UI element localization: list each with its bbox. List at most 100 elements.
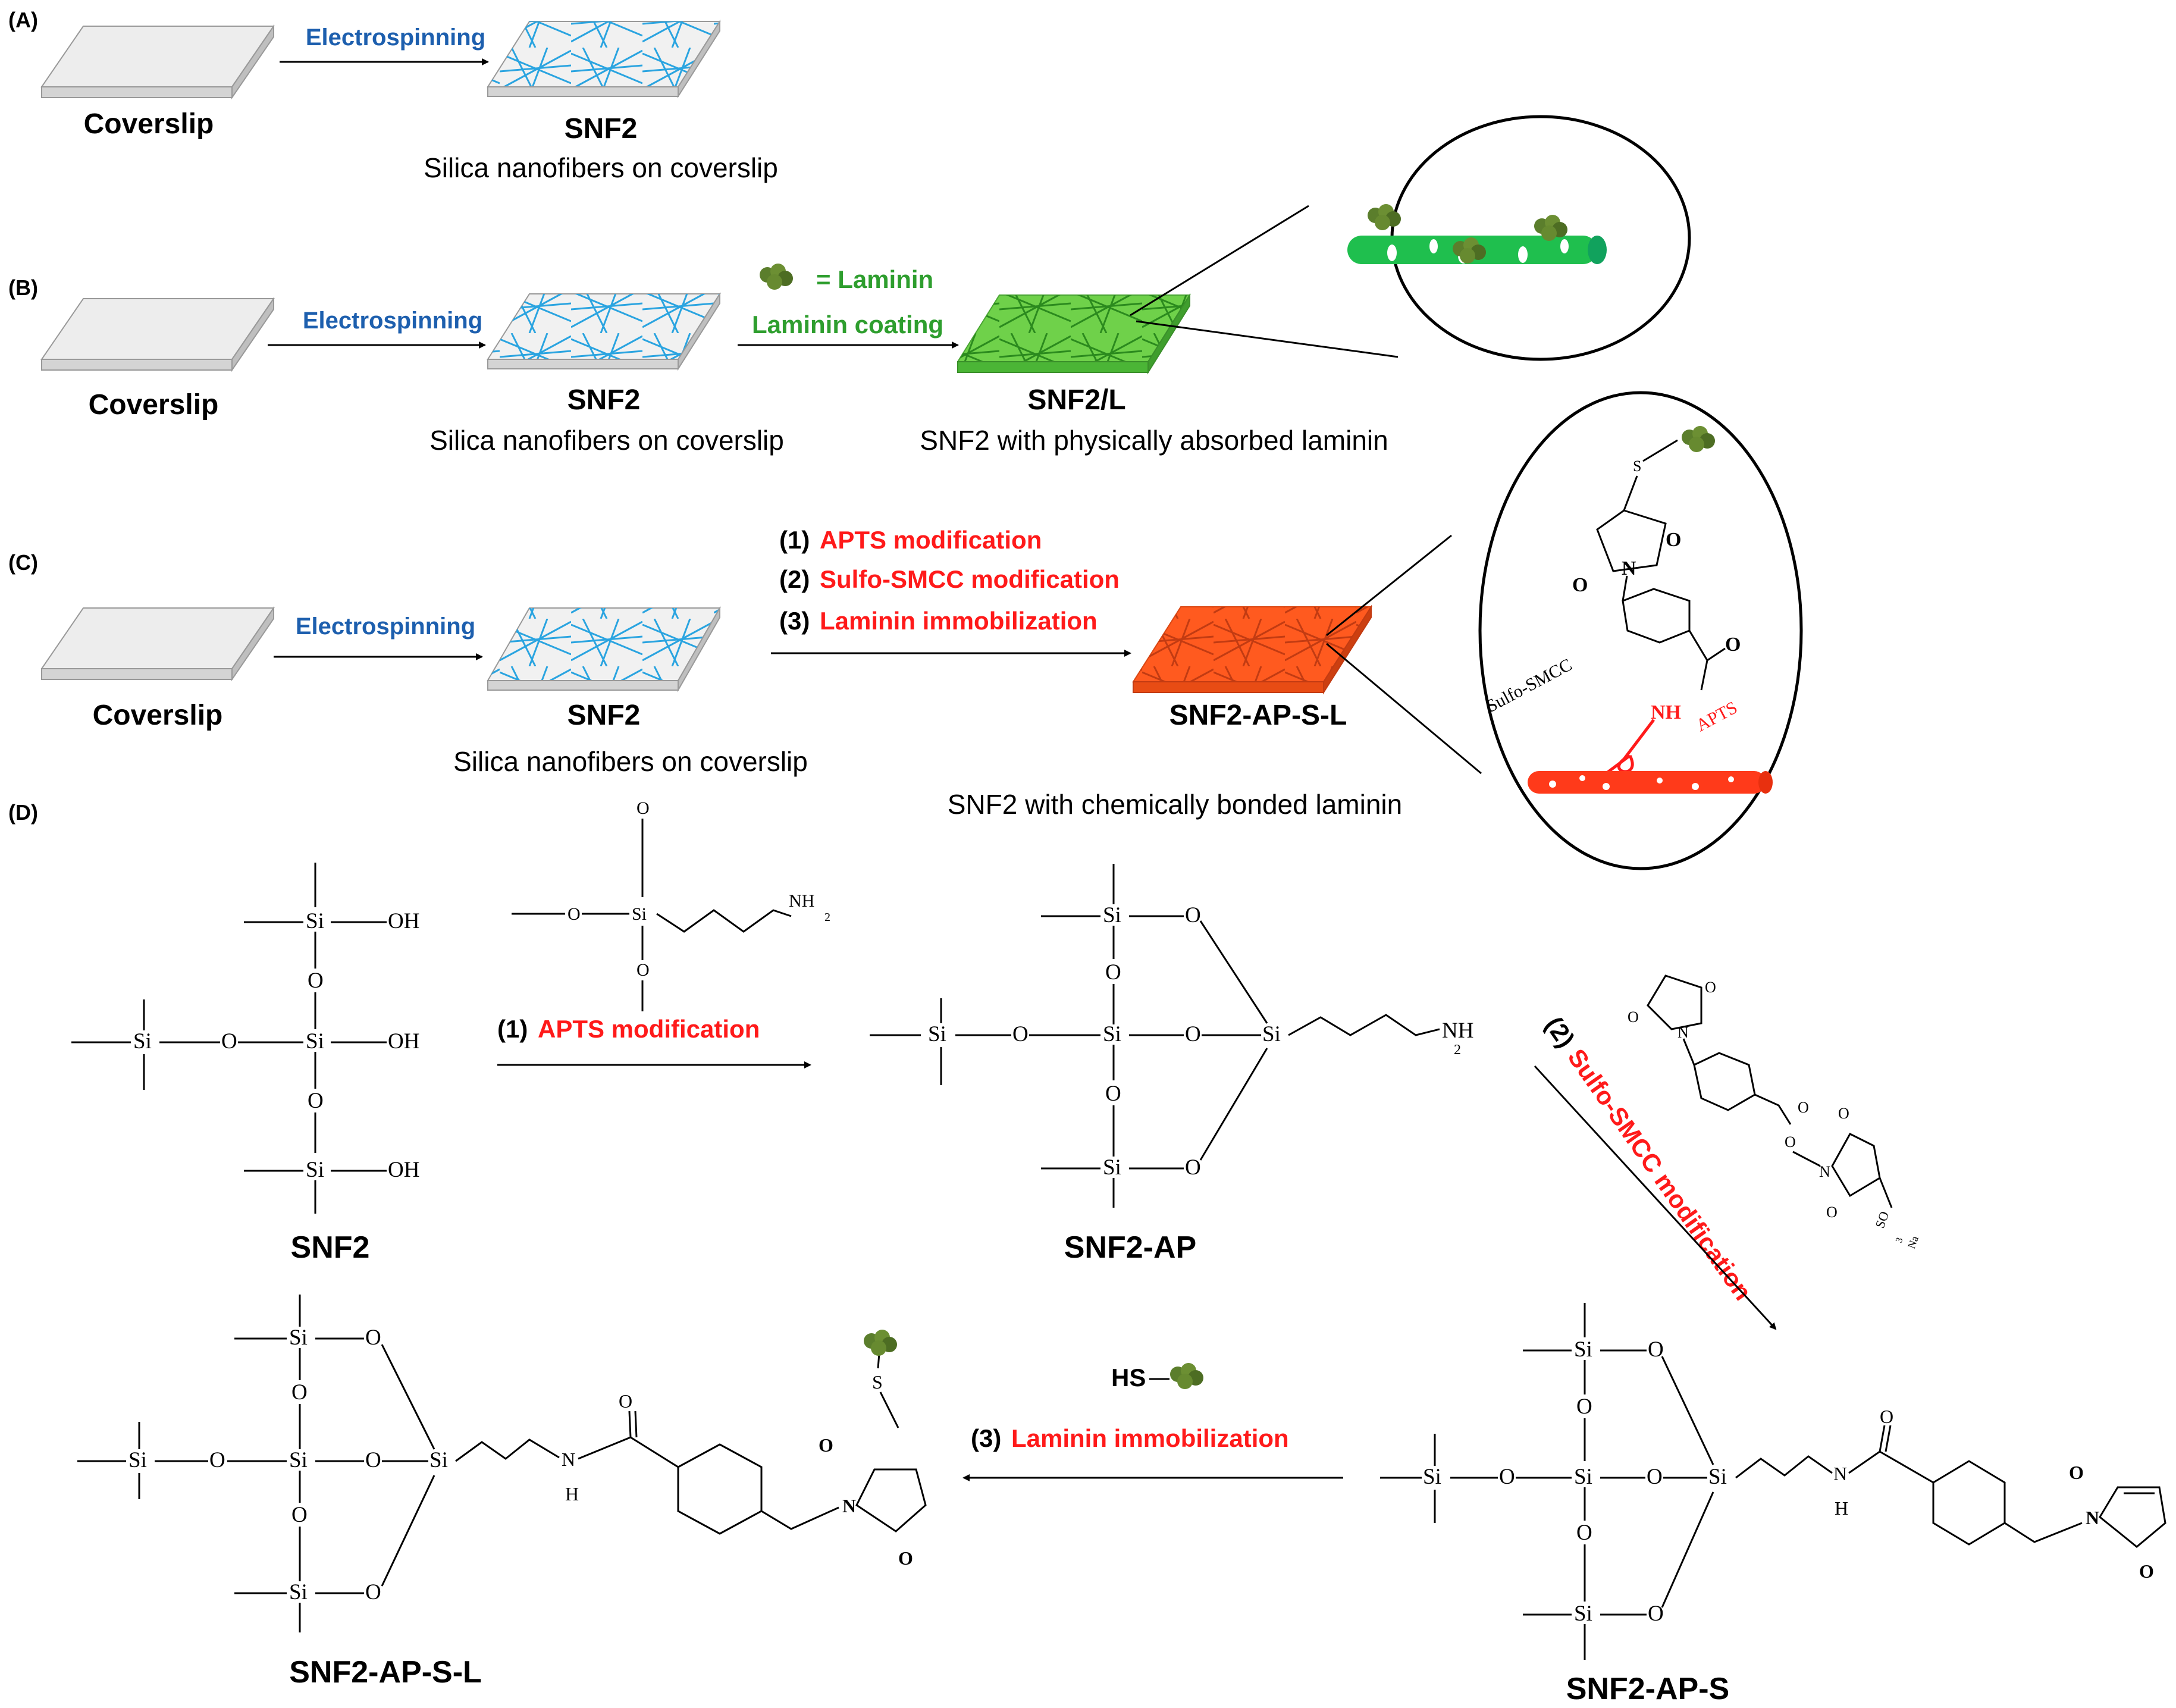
svg-text:N: N [842, 1495, 856, 1516]
svg-text:O: O [365, 1580, 381, 1604]
coverslip-slab-c [40, 606, 275, 682]
svg-text:Si: Si [133, 1029, 152, 1054]
c-step1-num: (1) [779, 526, 810, 554]
coverslip-label-c: Coverslip [93, 700, 223, 731]
snf2-ap-structure: Si O O Si O Si O Si O Si O NH 2 [870, 864, 1473, 1208]
svg-text:O: O [819, 1434, 833, 1456]
snf2-l-label: SNF2/L [1027, 384, 1125, 416]
svg-text:O: O [1880, 1406, 1893, 1427]
svg-text:Si: Si [306, 909, 324, 933]
apts-reagent: O O Si O NH 2 [512, 798, 830, 1011]
d-step3-num: (3) [971, 1424, 1001, 1452]
d-step2-label: Sulfo-SMCC modification [1562, 1043, 1757, 1305]
electrospinning-label-b: Electrospinning [303, 308, 482, 334]
svg-text:Si: Si [429, 1448, 448, 1472]
svg-text:O: O [209, 1448, 225, 1472]
svg-text:O: O [1647, 1465, 1663, 1489]
c-step2-num: (2) [779, 565, 810, 593]
snf2-ap-s-l-slab [1132, 604, 1372, 695]
svg-text:O: O [1012, 1022, 1029, 1046]
svg-text:O: O [291, 1503, 308, 1527]
silica-caption-b: Silica nanofibers on coverslip [429, 425, 784, 456]
svg-text:Si: Si [1103, 903, 1121, 927]
snf2-l-slab [957, 293, 1191, 375]
snf2-label-a: SNF2 [565, 113, 638, 145]
svg-text:H: H [1835, 1497, 1848, 1519]
svg-text:O: O [1572, 574, 1588, 596]
svg-text:O: O [1576, 1521, 1592, 1545]
snf2-l-caption: SNF2 with physically absorbed laminin [920, 425, 1388, 456]
snf2-ap-s-l-label: SNF2-AP-S-L [1169, 700, 1347, 731]
laminin-coating-label: Laminin coating [752, 311, 943, 339]
svg-text:O: O [898, 1547, 913, 1569]
snf2-ap-s-l-structure: Si O O Si O Si O Si O Si O N H O [77, 1295, 927, 1632]
coverslip-label-b: Coverslip [89, 389, 219, 421]
svg-text:O: O [1499, 1465, 1515, 1489]
d-step3-label: Laminin immobilization [1011, 1424, 1289, 1452]
c-step3-num: (3) [779, 607, 810, 635]
silica-caption-a: Silica nanofibers on coverslip [424, 152, 778, 183]
coverslip-slab-a [40, 24, 275, 100]
d-step2-arrow [1534, 1065, 1777, 1330]
svg-text:Si: Si [1574, 1602, 1592, 1626]
snf2-ap-s-l-caption: SNF2 with chemically bonded laminin [948, 789, 1402, 820]
svg-text:O: O [567, 904, 581, 924]
svg-text:Si: Si [928, 1022, 946, 1046]
svg-text:SO: SO [1872, 1209, 1892, 1230]
svg-text:O: O [1185, 903, 1201, 927]
svg-text:O: O [221, 1029, 237, 1054]
svg-text:O: O [308, 969, 324, 993]
c-step1-label: APTS modification [820, 526, 1042, 554]
svg-text:Si: Si [1708, 1465, 1727, 1489]
electrospinning-label-c: Electrospinning [296, 613, 475, 640]
svg-text:OH: OH [388, 1158, 419, 1182]
svg-text:O: O [1105, 960, 1121, 985]
svg-text:3: 3 [1894, 1236, 1905, 1244]
svg-text:O: O [1576, 1394, 1592, 1419]
svg-text:O: O [1105, 1082, 1121, 1106]
snf2-ap-s-l-inset: S O O N O Sulfo-SMCC NH APTS [1326, 391, 1803, 870]
svg-text:Si: Si [128, 1448, 147, 1472]
svg-text:O: O [2069, 1462, 2084, 1483]
svg-text:O: O [1648, 1337, 1664, 1362]
svg-text:OH: OH [388, 1029, 419, 1054]
svg-text:O: O [1826, 1204, 1838, 1221]
svg-text:N: N [1678, 1024, 1689, 1041]
coverslip-slab-b [40, 296, 275, 372]
coverslip-label-a: Coverslip [84, 108, 214, 140]
svg-text:Na: Na [1905, 1234, 1921, 1251]
svg-text:O: O [1705, 979, 1716, 996]
svg-text:Si: Si [1262, 1022, 1281, 1046]
electrospinning-label-a: Electrospinning [306, 24, 485, 51]
d-step1-label: APTS modification [538, 1015, 760, 1043]
d-snf2-label: SNF2 [291, 1230, 370, 1265]
d-hs-label: HS [1111, 1364, 1146, 1392]
svg-text:Si: Si [1574, 1465, 1592, 1489]
panel-label-c: (C) [8, 550, 38, 575]
svg-text:Si: Si [306, 1158, 324, 1182]
svg-text:O: O [1648, 1602, 1664, 1626]
svg-text:O: O [1185, 1022, 1201, 1046]
svg-text:2: 2 [1454, 1042, 1461, 1058]
svg-text:O: O [637, 960, 650, 980]
svg-text:NH: NH [1651, 701, 1681, 723]
panel-label-a: (A) [8, 8, 38, 32]
svg-text:O: O [1798, 1099, 1809, 1116]
svg-text:Si: Si [289, 1448, 308, 1472]
svg-text:O: O [619, 1390, 632, 1412]
snf2-structure: Si OH O Si O Si OH O Si OH [71, 863, 419, 1214]
d-snf2-ap-label: SNF2-AP [1064, 1230, 1196, 1265]
svg-text:S: S [1633, 457, 1641, 475]
snf2-slab-c [487, 606, 721, 692]
laminin-legend-icon [760, 264, 793, 290]
svg-text:2: 2 [824, 911, 830, 924]
svg-text:O: O [1628, 1008, 1639, 1026]
svg-text:Si: Si [1103, 1022, 1121, 1046]
svg-text:O: O [637, 798, 650, 818]
d-hs-laminin-icon [1170, 1363, 1203, 1389]
d-snf2-ap-s-l-label: SNF2-AP-S-L [289, 1655, 482, 1690]
snf2-slab-a [487, 19, 721, 99]
snf2-slab-b [487, 292, 721, 371]
snf2-l-inset [1130, 115, 1691, 361]
